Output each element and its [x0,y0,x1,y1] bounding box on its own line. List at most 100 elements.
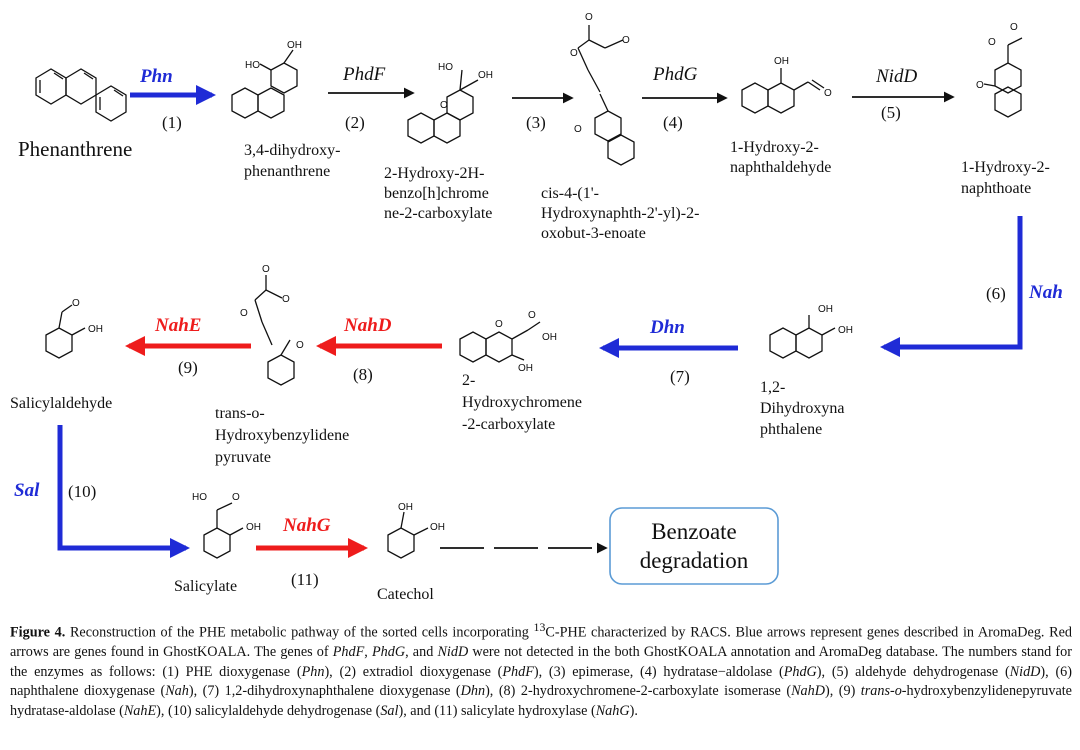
label-hydroxybenzylidene-2: Hydroxybenzylidene [215,427,349,444]
caption-text: , and [405,644,438,661]
caption-italic: trans-o [860,683,902,700]
atom-oh-9b: OH [88,324,103,335]
label-salicylate: Salicylate [174,578,237,595]
step-8: (8) [353,365,373,384]
caption-italic: Sal [380,702,399,719]
step-1: (1) [162,113,182,132]
caption-text: ), (9) [824,683,861,700]
caption-sup: 13 [533,620,546,634]
hydroxybenzochromene-structure [407,69,479,144]
caption-italic: PhdG [783,663,817,680]
caption-italic: NahD [791,683,825,700]
dihydroxynaphthalene-structure [769,315,836,359]
caption-italic: Phn [301,663,325,680]
step-6: (6) [986,284,1006,303]
atom-oh-7d: OH [518,363,533,374]
label-salicylaldehyde: Salicylaldehyde [10,395,112,412]
label-hydroxychromene-3: -2-carboxylate [462,416,555,433]
caption-italic: PhdG [372,644,406,661]
step-3: (3) [526,113,546,132]
atom-o-2: O [440,100,448,111]
atom-ho-10a: HO [192,492,207,503]
label-hydroxynaphthoate-2: naphthoate [961,180,1031,197]
caption-italic: NidD [1009,663,1041,680]
atom-oh-11a: OH [398,502,413,513]
atom-oh-7c: OH [542,332,557,343]
step-2: (2) [345,113,365,132]
atom-oh-6a: OH [818,304,833,315]
caption-text: ), (3) epimerase, (4) hydratase−aldolase… [533,663,784,680]
label-dihydroxynaphthalene-3: phthalene [760,421,822,438]
arrow-step-10 [57,425,190,558]
arrow-step-6 [880,216,1023,357]
atom-ho-1: HO [245,60,260,71]
gene-nahd: NahD [343,315,392,336]
salicylate-structure [203,502,244,559]
label-dihydroxyphenanthrene-1: 3,4-dihydroxy- [244,142,340,159]
caption-text: -hydroxybenzylidenepyruvate hydratase-al… [10,683,1072,719]
step-11: (11) [291,570,319,589]
label-hydroxybenzochromene-1: 2-Hydroxy-2H- [384,165,484,182]
gene-phn: Phn [139,66,173,87]
atom-o-minus-3a: O [585,12,593,23]
phenanthrene-structure [35,68,127,122]
atom-o-9a: O [72,298,80,309]
caption-text: ), (2) extradiol dioxygenase ( [324,663,503,680]
atom-o-7a: O [495,319,503,330]
caption-italic: PhdF [332,644,365,661]
label-oxobutenoate-1: cis-4-(1'- [541,185,599,202]
step-10: (10) [68,482,96,501]
caption-italic: NahG [595,702,630,719]
atom-o-minus-3d: O [574,124,582,135]
caption-text: Reconstruction of the PHE metabolic path… [65,624,534,641]
label-hydroxybenzochromene-3: ne-2-carboxylate [384,205,492,222]
atom-oh-4: OH [774,56,789,67]
salicylaldehyde-structure [45,304,86,359]
label-hydroxynaphthaldehyde-2: naphthaldehyde [730,159,831,176]
gene-phdg: PhdG [652,64,698,85]
atom-o-minus-8a: O [262,264,270,275]
step-7: (7) [670,367,690,386]
gene-nah: Nah [1028,282,1063,303]
gene-nahe: NahE [154,315,201,336]
caption-lead: Figure 4. [10,624,66,641]
caption-text: ), (6) naphthalene dioxygenase ( [10,663,1072,700]
caption-text: ), (10) salicylaldehyde dehydrogenase ( [156,702,381,719]
atom-oh-10c: OH [246,522,261,533]
label-dihydroxynaphthalene-1: 1,2- [760,379,785,396]
catechol-structure [387,511,429,559]
atom-o-minus-5a: O [1010,22,1018,33]
atom-o-8b: O [282,294,290,305]
label-oxobutenoate-2: Hydroxynaphth-2'-yl)-2- [541,205,699,222]
caption-italic: Dhn [460,683,486,700]
pathway-diagram: Phenanthrene Phn (1) OH HO 3,4-dihydroxy… [10,12,1063,603]
hydroxychromene-structure [459,321,541,363]
caption-text: , [364,644,372,661]
caption-italic: Nah [165,683,189,700]
caption-text: ), (7) 1,2-dihydroxynaphthalene dioxygen… [188,683,461,700]
gene-sal: Sal [14,480,40,501]
caption-text: ), and (11) salicylate hydroxylase ( [398,702,596,719]
atom-oh-6b: OH [838,325,853,336]
hydroxynaphthoate-structure [983,37,1023,118]
atom-o-minus-5c: O [976,80,984,91]
gene-phdf: PhdF [342,64,386,85]
label-hydroxybenzylidene-3: pyruvate [215,449,271,466]
benzoate-label-2: degradation [640,548,749,573]
caption-text: ). [629,702,638,719]
figure-caption: Figure 4. Reconstruction of the PHE meta… [10,618,1072,721]
caption-italic: NahE [123,702,157,719]
label-phenanthrene: Phenanthrene [18,137,132,161]
atom-o-10b: O [232,492,240,503]
atom-o-3b: O [622,35,630,46]
label-hydroxybenzochromene-2: benzo[h]chrome [384,185,489,202]
gene-nahg: NahG [282,515,331,536]
label-hydroxynaphthaldehyde-1: 1-Hydroxy-2- [730,139,819,156]
benzoate-label-1: Benzoate [651,519,737,544]
atom-ho-2: HO [438,62,453,73]
caption-text: C-PHE characterized by RACS. Blue arrows… [10,624,1072,661]
hydroxynaphthaldehyde-structure [741,68,825,114]
oxobutenoate-structure [577,25,635,166]
atom-o-7b: O [528,310,536,321]
hydroxybenzylidene-structure [254,275,295,386]
